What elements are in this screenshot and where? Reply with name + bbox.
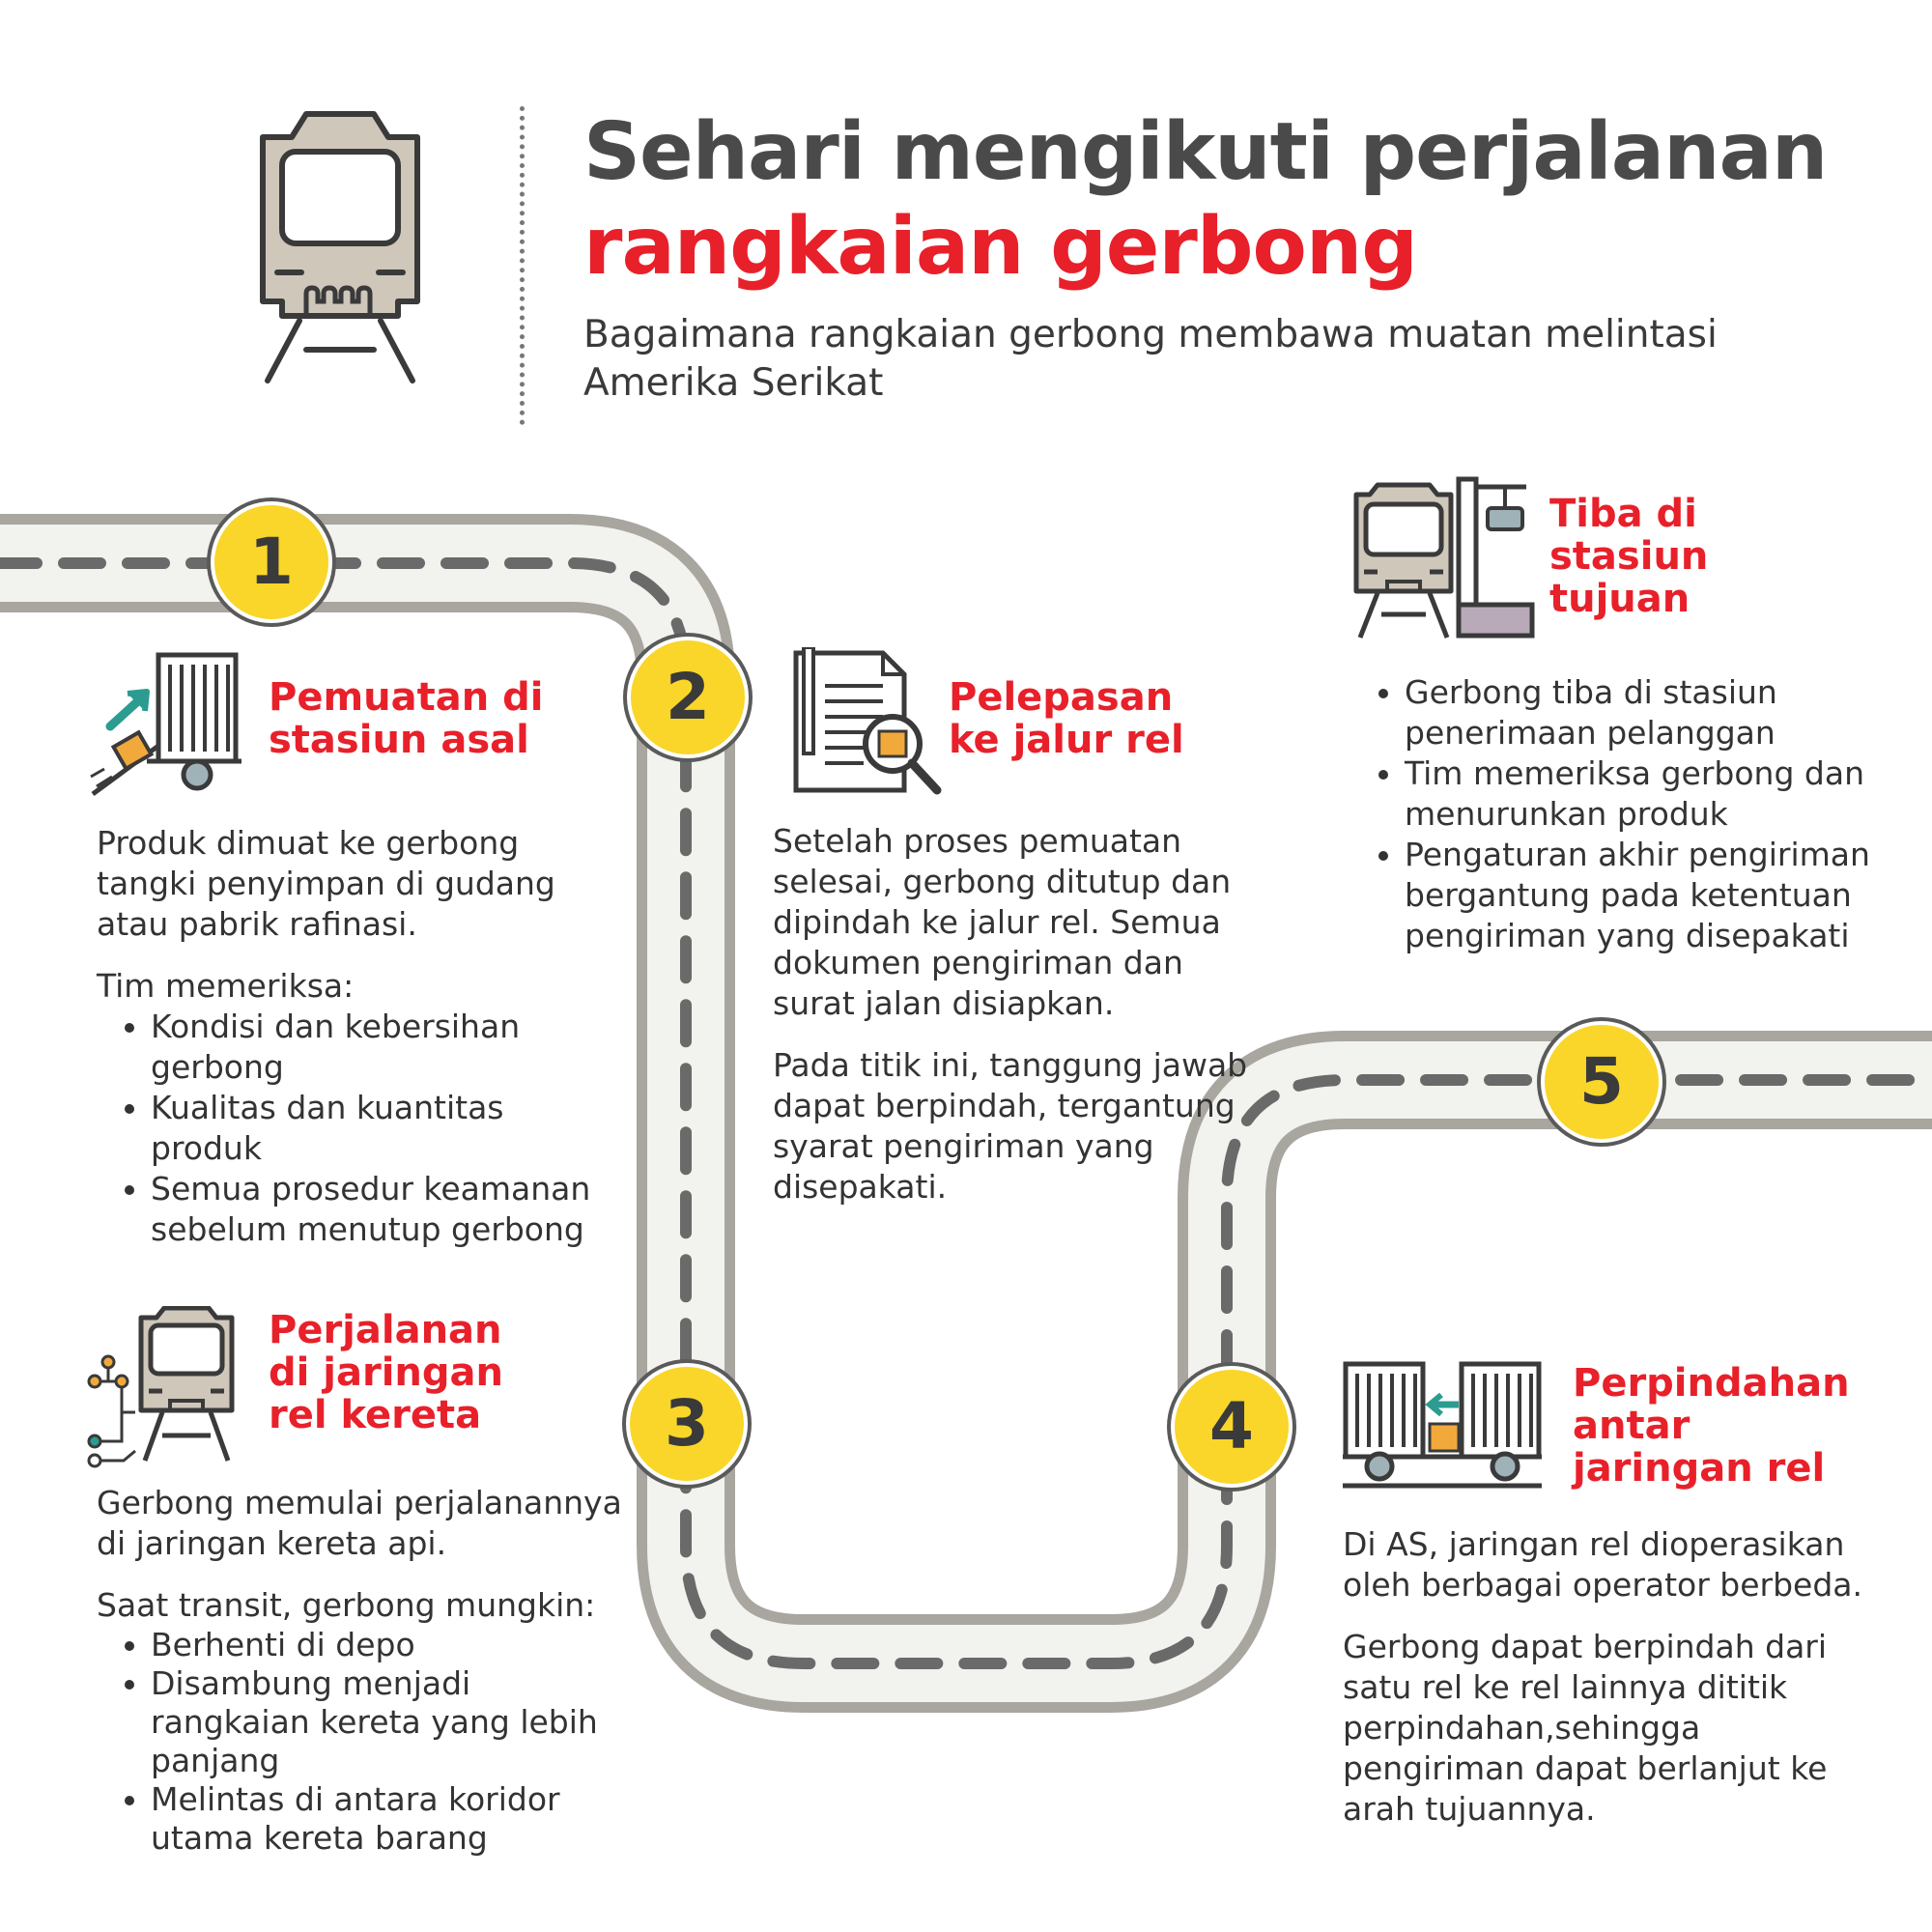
step-4-heading: Perpindahan antar jaringan rel: [1573, 1361, 1850, 1491]
step-1-heading: Pemuatan di stasiun asal: [269, 675, 544, 762]
document-inspection-icon: [793, 647, 942, 795]
step-3-heading: Perjalanan di jaringan rel kereta: [269, 1308, 503, 1437]
railcar-transfer-icon: [1343, 1361, 1542, 1489]
step-1-body: Produk dimuat ke gerbong tangki penyimpa…: [97, 823, 618, 1250]
list-item: Disambung menjadi rangkaian kereta yang …: [151, 1664, 638, 1780]
step-4-body: Di AS, jaringan rel dioperasikan oleh be…: [1343, 1524, 1884, 1851]
step-2-paragraph: Pada titik ini, tanggung jawab dapat ber…: [773, 1046, 1248, 1206]
step-3-badge: 3: [626, 1363, 748, 1485]
step-1-paragraph: Produk dimuat ke gerbong tangki penyimpa…: [97, 824, 555, 943]
step-2-heading: Pelepasan ke jalur rel: [949, 675, 1184, 762]
list-item: Tim memeriksa gerbong dan menurunkan pro…: [1405, 753, 1901, 835]
train-network-icon: [87, 1306, 235, 1468]
list-item: Gerbong tiba di stasiun penerimaan pelan…: [1405, 672, 1901, 753]
step-4-paragraph: Gerbong dapat berpindah dari satu rel ke…: [1343, 1628, 1828, 1828]
step-2-paragraph: Setelah proses pemuatan selesai, gerbong…: [773, 822, 1232, 1022]
list-item: Semua prosedur keamanan sebelum menutup …: [151, 1169, 618, 1250]
step-5-badge: 5: [1541, 1021, 1662, 1143]
train-station-arrival-icon: [1353, 476, 1535, 639]
step-5-body: Gerbong tiba di stasiun penerimaan pelan…: [1350, 672, 1901, 956]
step-2-badge: 2: [627, 637, 749, 758]
page-title-line2: rangkaian gerbong: [583, 201, 1418, 293]
list-item: Pengaturan akhir pengiriman bergantung p…: [1405, 835, 1901, 956]
list-item: Kualitas dan kuantitas produk: [151, 1088, 618, 1169]
list-item: Berhenti di depo: [151, 1626, 638, 1664]
step-4-paragraph: Di AS, jaringan rel dioperasikan oleh be…: [1343, 1525, 1863, 1604]
page-subtitle: Bagaimana rangkaian gerbong membawa muat…: [583, 313, 1718, 405]
step-1-paragraph: Tim memeriksa:: [97, 967, 355, 1005]
list-item: Melintas di antara koridor utama kereta …: [151, 1780, 638, 1858]
step-5-heading: Tiba di stasiun tujuan: [1549, 492, 1709, 621]
list-item: Kondisi dan kebersihan gerbong: [151, 1007, 618, 1088]
step-4-badge: 4: [1171, 1366, 1293, 1488]
step-3-checklist: Berhenti di depo Disambung menjadi rangk…: [97, 1626, 638, 1858]
step-1-checklist: Kondisi dan kebersihan gerbong Kualitas …: [97, 1007, 618, 1250]
step-3-body: Gerbong memulai perjalanannya di jaringa…: [97, 1483, 638, 1858]
header-divider: [520, 106, 525, 425]
step-3-paragraph: Saat transit, gerbong mungkin:: [97, 1586, 596, 1624]
step-1-badge: 1: [211, 501, 332, 623]
step-3-paragraph: Gerbong memulai perjalanannya di jaringa…: [97, 1484, 622, 1562]
step-5-checklist: Gerbong tiba di stasiun penerimaan pelan…: [1350, 672, 1901, 956]
page-title-line1: Sehari mengikuti perjalanan: [583, 106, 1828, 198]
step-2-body: Setelah proses pemuatan selesai, gerbong…: [773, 821, 1256, 1229]
train-front-icon: [260, 111, 420, 384]
tank-car-loading-icon: [90, 652, 242, 797]
